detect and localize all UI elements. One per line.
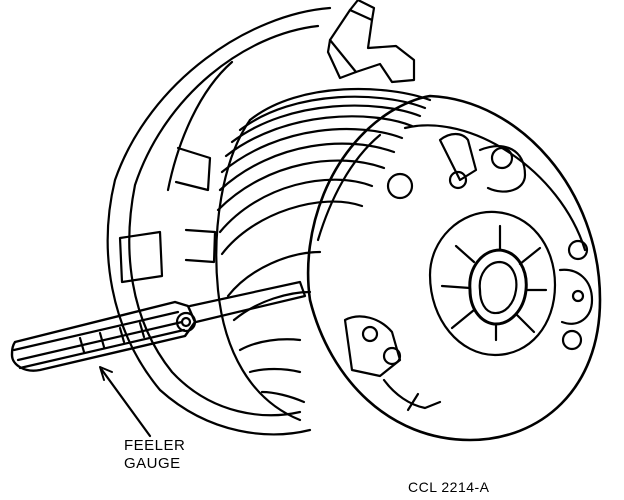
feeler-gauge-label-line2: GAUGE <box>124 455 181 472</box>
callout-arrow <box>99 366 152 438</box>
compressor-housing <box>106 0 416 436</box>
pulley-grooves <box>215 87 432 422</box>
clutch-front-plate <box>306 94 602 442</box>
feeler-gauge-label-line1: FEELER <box>124 437 186 454</box>
figure-code-label: CCL 2214-A <box>408 479 490 495</box>
feeler-gauge <box>10 280 307 372</box>
